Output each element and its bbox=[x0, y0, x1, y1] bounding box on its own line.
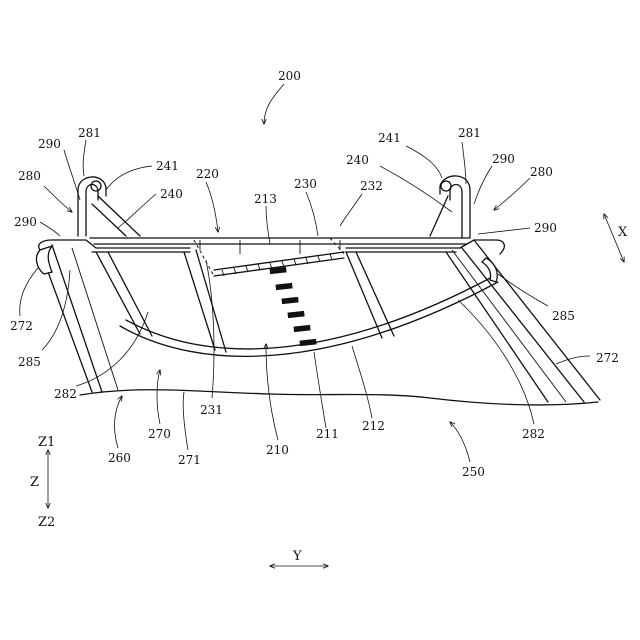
leader-240a bbox=[118, 194, 156, 228]
leader-231 bbox=[206, 260, 214, 398]
leader-220 bbox=[206, 182, 218, 232]
leader-270 bbox=[157, 370, 160, 424]
leader-200 bbox=[264, 84, 284, 124]
right-wall-inner-2 bbox=[452, 250, 566, 402]
bottom-wave-line bbox=[80, 390, 598, 405]
label-280a: 280 bbox=[18, 169, 41, 183]
label-200: 200 bbox=[278, 69, 301, 83]
left-hook-brace-2 bbox=[92, 204, 126, 236]
label-290b: 290 bbox=[14, 215, 37, 229]
slot bbox=[288, 311, 304, 318]
leader-lines bbox=[20, 84, 590, 462]
label-271: 271 bbox=[178, 453, 201, 467]
label-285b: 285 bbox=[552, 309, 575, 323]
left-tube bbox=[37, 246, 52, 274]
label-240a: 240 bbox=[160, 187, 183, 201]
label-210: 210 bbox=[266, 443, 289, 457]
left-flange bbox=[39, 240, 190, 250]
label-213: 213 bbox=[254, 192, 277, 206]
leader-290a bbox=[64, 150, 80, 200]
label-290d: 290 bbox=[534, 221, 557, 235]
leader-290b bbox=[40, 222, 60, 236]
axis-z2-label: Z2 bbox=[38, 515, 55, 530]
left-wall-inner-2 bbox=[72, 248, 118, 390]
leader-241a bbox=[106, 166, 152, 190]
slot bbox=[300, 339, 316, 346]
leader-250 bbox=[450, 422, 470, 462]
leader-281a bbox=[83, 140, 86, 176]
label-282b: 282 bbox=[522, 427, 545, 441]
leader-290c bbox=[474, 166, 492, 204]
left-hook-outer bbox=[78, 177, 106, 236]
label-260: 260 bbox=[108, 451, 131, 465]
drawing-body bbox=[37, 176, 600, 405]
reference-labels: 200 290 281 280 290 241 240 220 213 230 … bbox=[10, 69, 619, 479]
label-212: 212 bbox=[362, 419, 385, 433]
leader-211 bbox=[314, 352, 326, 428]
left-rib-2 bbox=[108, 252, 152, 336]
label-272b: 272 bbox=[596, 351, 619, 365]
label-285a: 285 bbox=[18, 355, 41, 369]
axis-y-label: Y bbox=[292, 549, 302, 564]
label-281b: 281 bbox=[458, 126, 481, 140]
label-240b: 240 bbox=[346, 153, 369, 167]
right-hook-inner bbox=[450, 185, 462, 239]
leader-272a bbox=[20, 268, 38, 316]
leader-280a bbox=[44, 186, 72, 212]
label-231: 231 bbox=[200, 403, 223, 417]
label-241a: 241 bbox=[156, 159, 179, 173]
label-290c: 290 bbox=[492, 152, 515, 166]
label-270: 270 bbox=[148, 427, 171, 441]
right-rib-1 bbox=[346, 252, 382, 338]
right-hook-outer bbox=[440, 176, 470, 238]
label-241b: 241 bbox=[378, 131, 401, 145]
leader-260 bbox=[115, 396, 122, 448]
leader-285a bbox=[42, 270, 70, 350]
right-hook-brace bbox=[430, 196, 448, 236]
leader-230 bbox=[306, 192, 318, 236]
right-hook-pivot bbox=[441, 181, 451, 191]
axis-z1-label: Z1 bbox=[38, 435, 55, 450]
label-290a: 290 bbox=[38, 137, 61, 151]
axis-x-label: X bbox=[618, 225, 628, 240]
label-250: 250 bbox=[462, 465, 485, 479]
leader-272b bbox=[556, 356, 590, 364]
leader-290d bbox=[478, 228, 530, 234]
label-282a: 282 bbox=[54, 387, 77, 401]
leader-241b bbox=[406, 146, 442, 178]
center-dash-left bbox=[194, 240, 214, 276]
label-272a: 272 bbox=[10, 319, 33, 333]
leader-210 bbox=[266, 344, 278, 440]
leader-240b bbox=[380, 166, 452, 212]
left-hook-inner bbox=[86, 185, 98, 237]
leader-232 bbox=[340, 194, 362, 226]
right-wall-inner-1 bbox=[462, 248, 584, 402]
label-281a: 281 bbox=[78, 126, 101, 140]
slot-column bbox=[270, 267, 316, 346]
label-220: 220 bbox=[196, 167, 219, 181]
label-211: 211 bbox=[316, 427, 339, 441]
leader-280b bbox=[494, 178, 530, 210]
label-280b: 280 bbox=[530, 165, 553, 179]
leader-212 bbox=[352, 346, 372, 418]
slot bbox=[282, 297, 298, 304]
bottom-arc-inner bbox=[126, 276, 494, 349]
axis-z-label: Z bbox=[30, 475, 39, 490]
leader-271 bbox=[183, 392, 188, 450]
slot bbox=[276, 283, 292, 290]
label-230: 230 bbox=[294, 177, 317, 191]
slot bbox=[294, 325, 310, 332]
label-232: 232 bbox=[360, 179, 383, 193]
left-rib-1 bbox=[96, 252, 140, 334]
